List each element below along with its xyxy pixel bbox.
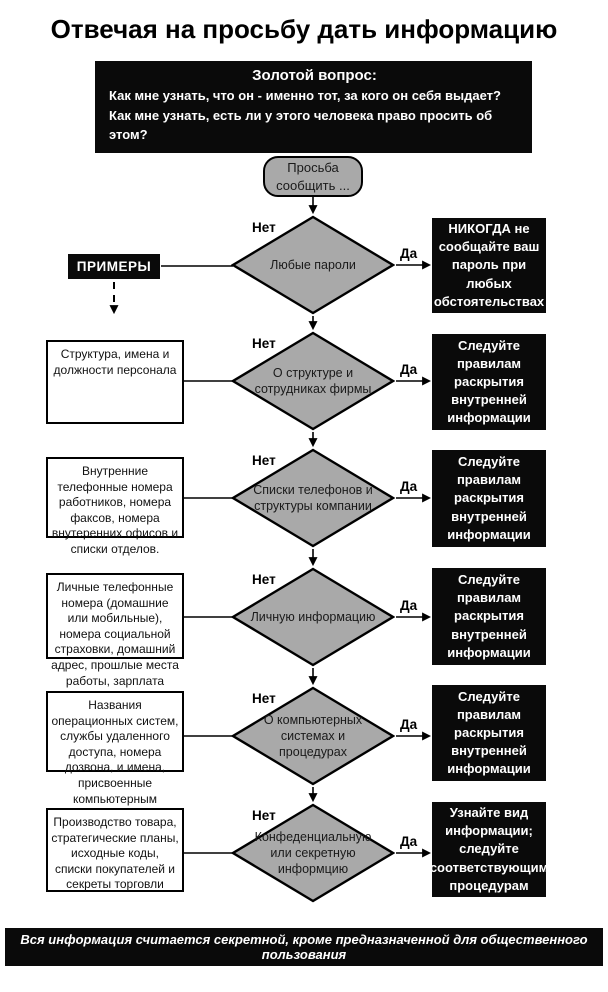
no-branch-label: Нет [252,808,276,823]
yes-branch-label: Да [400,246,418,261]
example-internal-phones: Внутренние телефонные номера работников,… [46,457,184,556]
no-branch-label: Нет [252,336,276,351]
decision-label: Конфеденциальную или секретную информцию [254,829,372,877]
no-branch-label: Нет [252,691,276,706]
page-title: Отвечая на просьбу дать информацию [50,14,558,44]
example-trade-secrets: Производство товара, стратегические план… [46,808,184,892]
decision-label: О структуре и сотрудниках фирмы [254,365,372,396]
action-disclosure-rules: Следуйте правилам раскрытия внутренней и… [432,685,546,781]
footer-disclaimer-bar: Вся информация считается секретной, кром… [5,928,603,966]
yes-branch-label: Да [400,362,418,377]
examples-label: ПРИМЕРЫ [76,259,152,274]
example-os-systems: Названия операционных систем, службы уда… [46,691,184,821]
footer-disclaimer-text: Вся информация считается секретной, кром… [20,932,588,962]
yes-branch-label: Да [400,717,418,732]
decision-label: О компьютерных системах и процедурах [263,712,363,760]
decision-personal-info: Личную информацию [231,567,395,667]
example-personal-data: Личные телефонные номера (домашние или м… [46,573,184,688]
action-disclosure-rules: Следуйте правилам раскрытия внутренней и… [432,450,546,547]
golden-question-box: Золотой вопрос: Как мне узнать, что он -… [95,61,532,153]
yes-branch-label: Да [400,834,418,849]
examples-header-box: ПРИМЕРЫ [68,254,160,279]
start-node: Просьба сообщить ... [263,156,363,197]
decision-phone-lists: Списки телефонов и структуры компании [231,448,395,548]
no-branch-label: Нет [252,220,276,235]
golden-question-heading: Золотой вопрос: [252,67,377,84]
decision-computer-systems: О компьютерных системах и процедурах [231,686,395,786]
yes-branch-label: Да [400,598,418,613]
decision-label: Любые пароли [270,257,356,272]
decision-label: Списки телефонов и структуры компании [253,482,373,513]
no-branch-label: Нет [252,453,276,468]
decision-confidential-info: Конфеденциальную или секретную информцию [231,803,395,903]
yes-branch-label: Да [400,479,418,494]
example-structure-names: Структура, имена и должности персонала [46,340,184,424]
action-disclosure-rules: Следуйте правилам раскрытия внутренней и… [432,568,546,665]
action-disclosure-rules: Следуйте правилам раскрытия внутренней и… [432,334,546,430]
decision-company-structure: О структуре и сотрудниках фирмы [231,331,395,431]
start-node-label: Просьба сообщить ... [276,159,350,193]
action-learn-info-type: Узнайте вид информации; следуйте соответ… [430,802,548,897]
no-branch-label: Нет [252,572,276,587]
decision-any-passwords: Любые пароли [231,215,395,315]
decision-label: Личную информацию [250,609,376,624]
action-never-share-password: НИКОГДА не сообщайте ваш пароль при любы… [432,218,546,313]
golden-question-body: Как мне узнать, что он - именно тот, за … [109,88,501,142]
